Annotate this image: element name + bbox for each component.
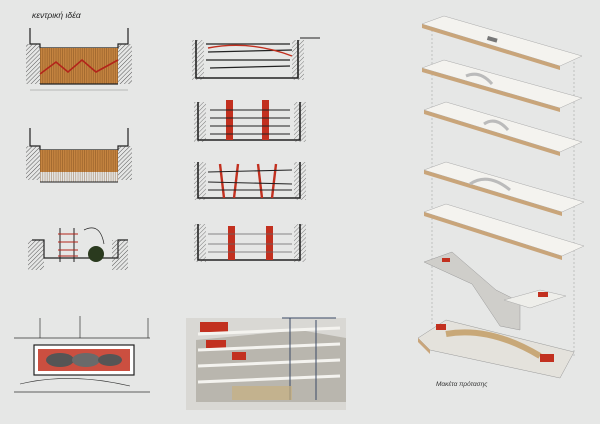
model-base (417, 319, 575, 379)
section-1 (192, 37, 320, 80)
model-ramp (423, 251, 567, 331)
sketch-concept-1 (26, 28, 132, 91)
model-slab-4 (423, 161, 585, 216)
section-2 (194, 100, 306, 142)
exploded-model (417, 15, 585, 379)
model-slab-1 (421, 15, 583, 70)
sketch-concept-2 (26, 128, 132, 183)
model-slab-2 (421, 59, 583, 112)
sketch-plan (14, 316, 150, 393)
model-slab-3 (423, 101, 583, 156)
section-3 (194, 162, 306, 200)
model-caption: Μακέτα πρότασης (436, 381, 488, 388)
sketch-concept-3 (28, 227, 128, 270)
section-4 (194, 224, 306, 262)
model-slab-5 (423, 203, 585, 260)
model-photo (186, 317, 346, 410)
board-title: κεντρική ιδέα (32, 10, 81, 20)
